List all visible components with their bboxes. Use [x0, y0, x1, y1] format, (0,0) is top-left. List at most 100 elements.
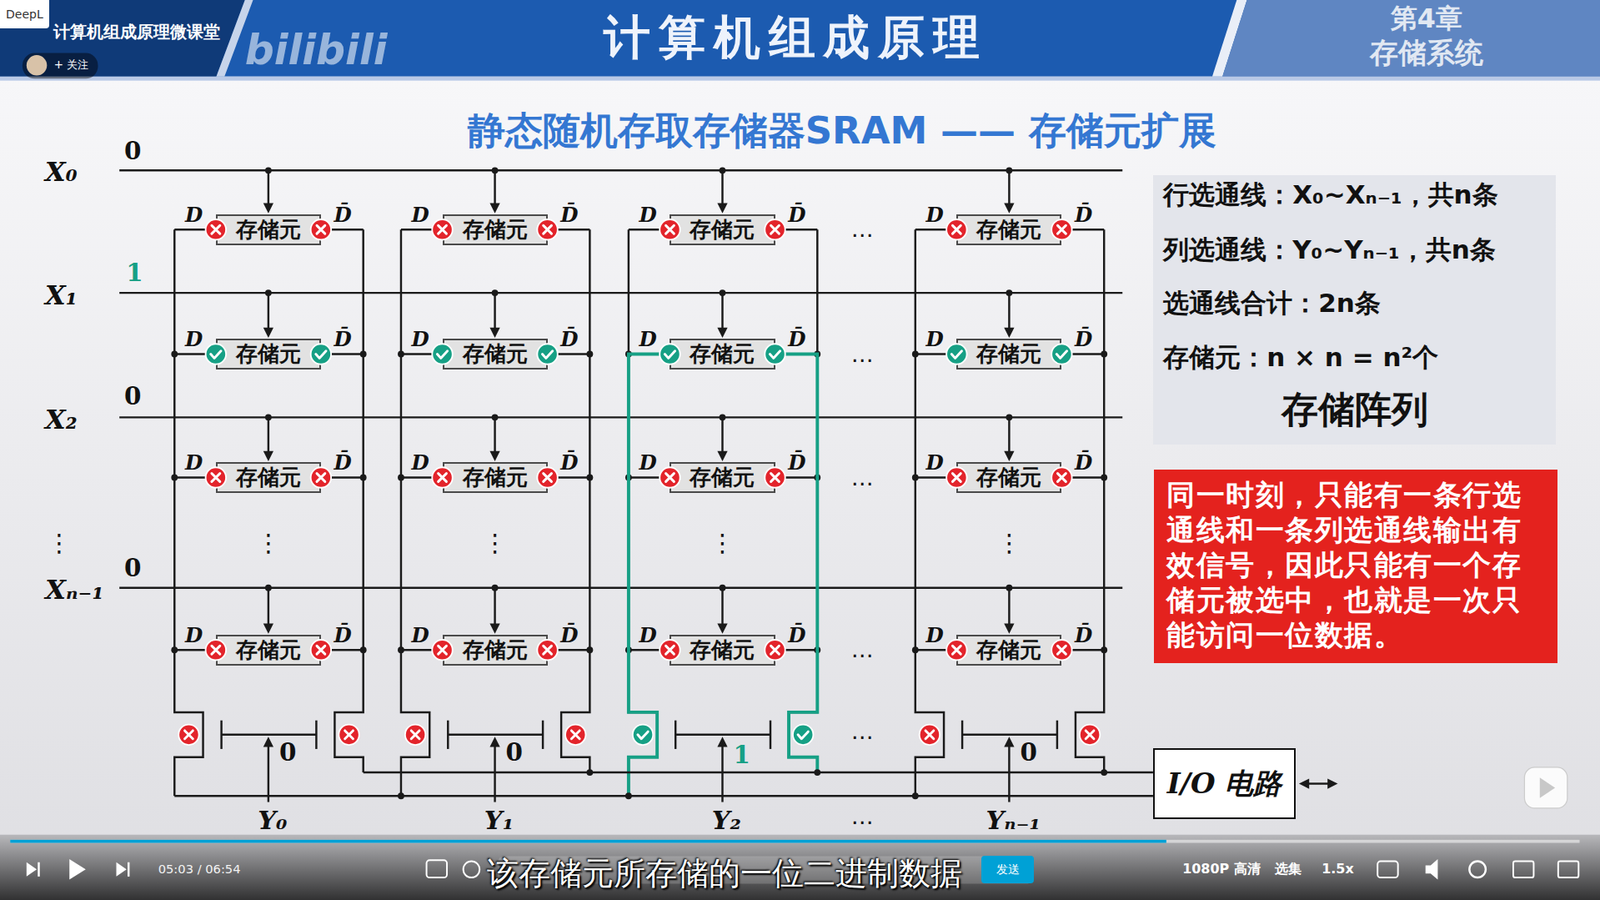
arrow-head [489, 202, 500, 213]
cell-text: 存储元 [689, 462, 755, 492]
select-arrow [1008, 292, 1010, 330]
column-select-line [493, 745, 496, 802]
cross-stroke [925, 730, 934, 739]
bit-line-name: D [639, 203, 658, 227]
junction-dot [719, 166, 727, 174]
storage-cell: 存储元 [956, 461, 1062, 493]
bit-line-stub [1061, 648, 1104, 651]
send-button: 发送 [981, 855, 1034, 883]
select-arrow [267, 587, 270, 626]
speed-button: 1.5x [1321, 861, 1354, 877]
cross-stroke [1085, 730, 1094, 739]
subtitle-icon [1377, 861, 1398, 878]
junction-dot [1005, 166, 1013, 174]
signal-value: 1 [733, 740, 751, 769]
storage-cell: 存储元 [956, 214, 1062, 246]
ellipsis: … [851, 636, 874, 663]
junction-dot [719, 413, 727, 421]
cross-stroke [571, 730, 580, 739]
bit-line-stub [915, 228, 958, 231]
bit-line-stub [1061, 352, 1104, 355]
ellipsis: … [851, 216, 874, 243]
signal-value: 0 [1019, 737, 1037, 767]
cross-mark [178, 724, 199, 745]
bit-line-stub [174, 352, 216, 355]
arrow-head [1003, 327, 1014, 338]
header-right-band [1222, 0, 1600, 77]
data-bus [174, 794, 1154, 797]
info-panel: 行选通线：X₀~Xₙ₋₁，共n条列选通线：Y₀~Yₙ₋₁，共n条选通线合计：2n… [1153, 175, 1556, 445]
select-arrow [493, 416, 496, 453]
settings-icon [1469, 861, 1486, 878]
prev-icon [37, 862, 40, 877]
player-bar [0, 834, 1600, 900]
cell-text: 存储元 [462, 215, 528, 245]
cross-stroke [411, 730, 420, 739]
bit-line-stub [1061, 228, 1104, 231]
signal-value: 0 [124, 554, 141, 583]
slide-background [0, 76, 1600, 900]
follow-pill [22, 53, 99, 80]
header-left-band [0, 0, 246, 77]
time-display: 05:03 / 06:54 [158, 862, 241, 877]
progress-played [10, 839, 1167, 843]
select-arrow [267, 416, 270, 453]
bit-line-name: D [185, 623, 203, 648]
row-select-name: X₁ [45, 279, 78, 311]
header-bar [0, 0, 1600, 77]
bit-line-name: D [185, 203, 203, 227]
gate-line [962, 733, 1058, 736]
bit-line [334, 229, 363, 773]
bit-line-bar-name: D̄ [334, 451, 352, 475]
column-select-name: Y₀ [257, 805, 287, 835]
storage-cell: 存储元 [669, 338, 775, 370]
check-stroke [637, 731, 648, 739]
arrow-head [489, 327, 500, 338]
select-arrow [493, 587, 496, 626]
arrow-head [489, 736, 500, 747]
wide-icon [1513, 861, 1534, 878]
bit-line [1075, 229, 1104, 773]
ellipsis: ⋮ [46, 529, 71, 558]
gate-line [221, 733, 317, 736]
gate-line [675, 733, 771, 736]
select-arrow [267, 170, 270, 206]
selected-bit-line [775, 353, 818, 773]
select-arrow [493, 170, 496, 206]
junction-dot [1100, 768, 1108, 776]
storage-cell: 存储元 [442, 338, 548, 370]
gate-line [447, 733, 543, 736]
column-select-line [721, 745, 723, 802]
storage-cell: 存储元 [956, 338, 1062, 370]
arrow-head [1003, 202, 1014, 213]
bit-line-stub [915, 648, 958, 651]
cross-circle [338, 724, 359, 745]
junction-dot [1005, 584, 1013, 592]
column-select-name: Yₙ₋₁ [986, 805, 1041, 835]
bit-line-stub [628, 228, 671, 231]
bit-line-stub [401, 648, 443, 651]
check-stroke [797, 731, 808, 739]
cross-mark [1079, 724, 1100, 745]
bit-line-stub [628, 648, 671, 651]
bit-line [915, 229, 944, 796]
bit-line-bar-name: D̄ [560, 327, 578, 352]
storage-cell: 存储元 [215, 461, 322, 493]
bit-line-stub [547, 352, 591, 355]
select-arrow [267, 292, 270, 330]
volume-icon [1425, 858, 1439, 879]
signal-value: 0 [124, 381, 141, 411]
arrow-head [489, 451, 500, 462]
arrow-head [1327, 777, 1338, 788]
cell-text: 存储元 [235, 215, 301, 245]
bit-line-stub [174, 228, 216, 231]
ellipsis: … [851, 718, 874, 745]
bit-line-stub [775, 476, 818, 478]
bit-line-stub [547, 476, 591, 478]
check-mark [792, 724, 813, 745]
storage-cell: 存储元 [442, 634, 548, 666]
cross-mark [919, 724, 940, 745]
bit-line-bar-name: D̄ [334, 623, 352, 648]
select-arrow [493, 292, 496, 330]
bit-line-stub [775, 648, 818, 651]
